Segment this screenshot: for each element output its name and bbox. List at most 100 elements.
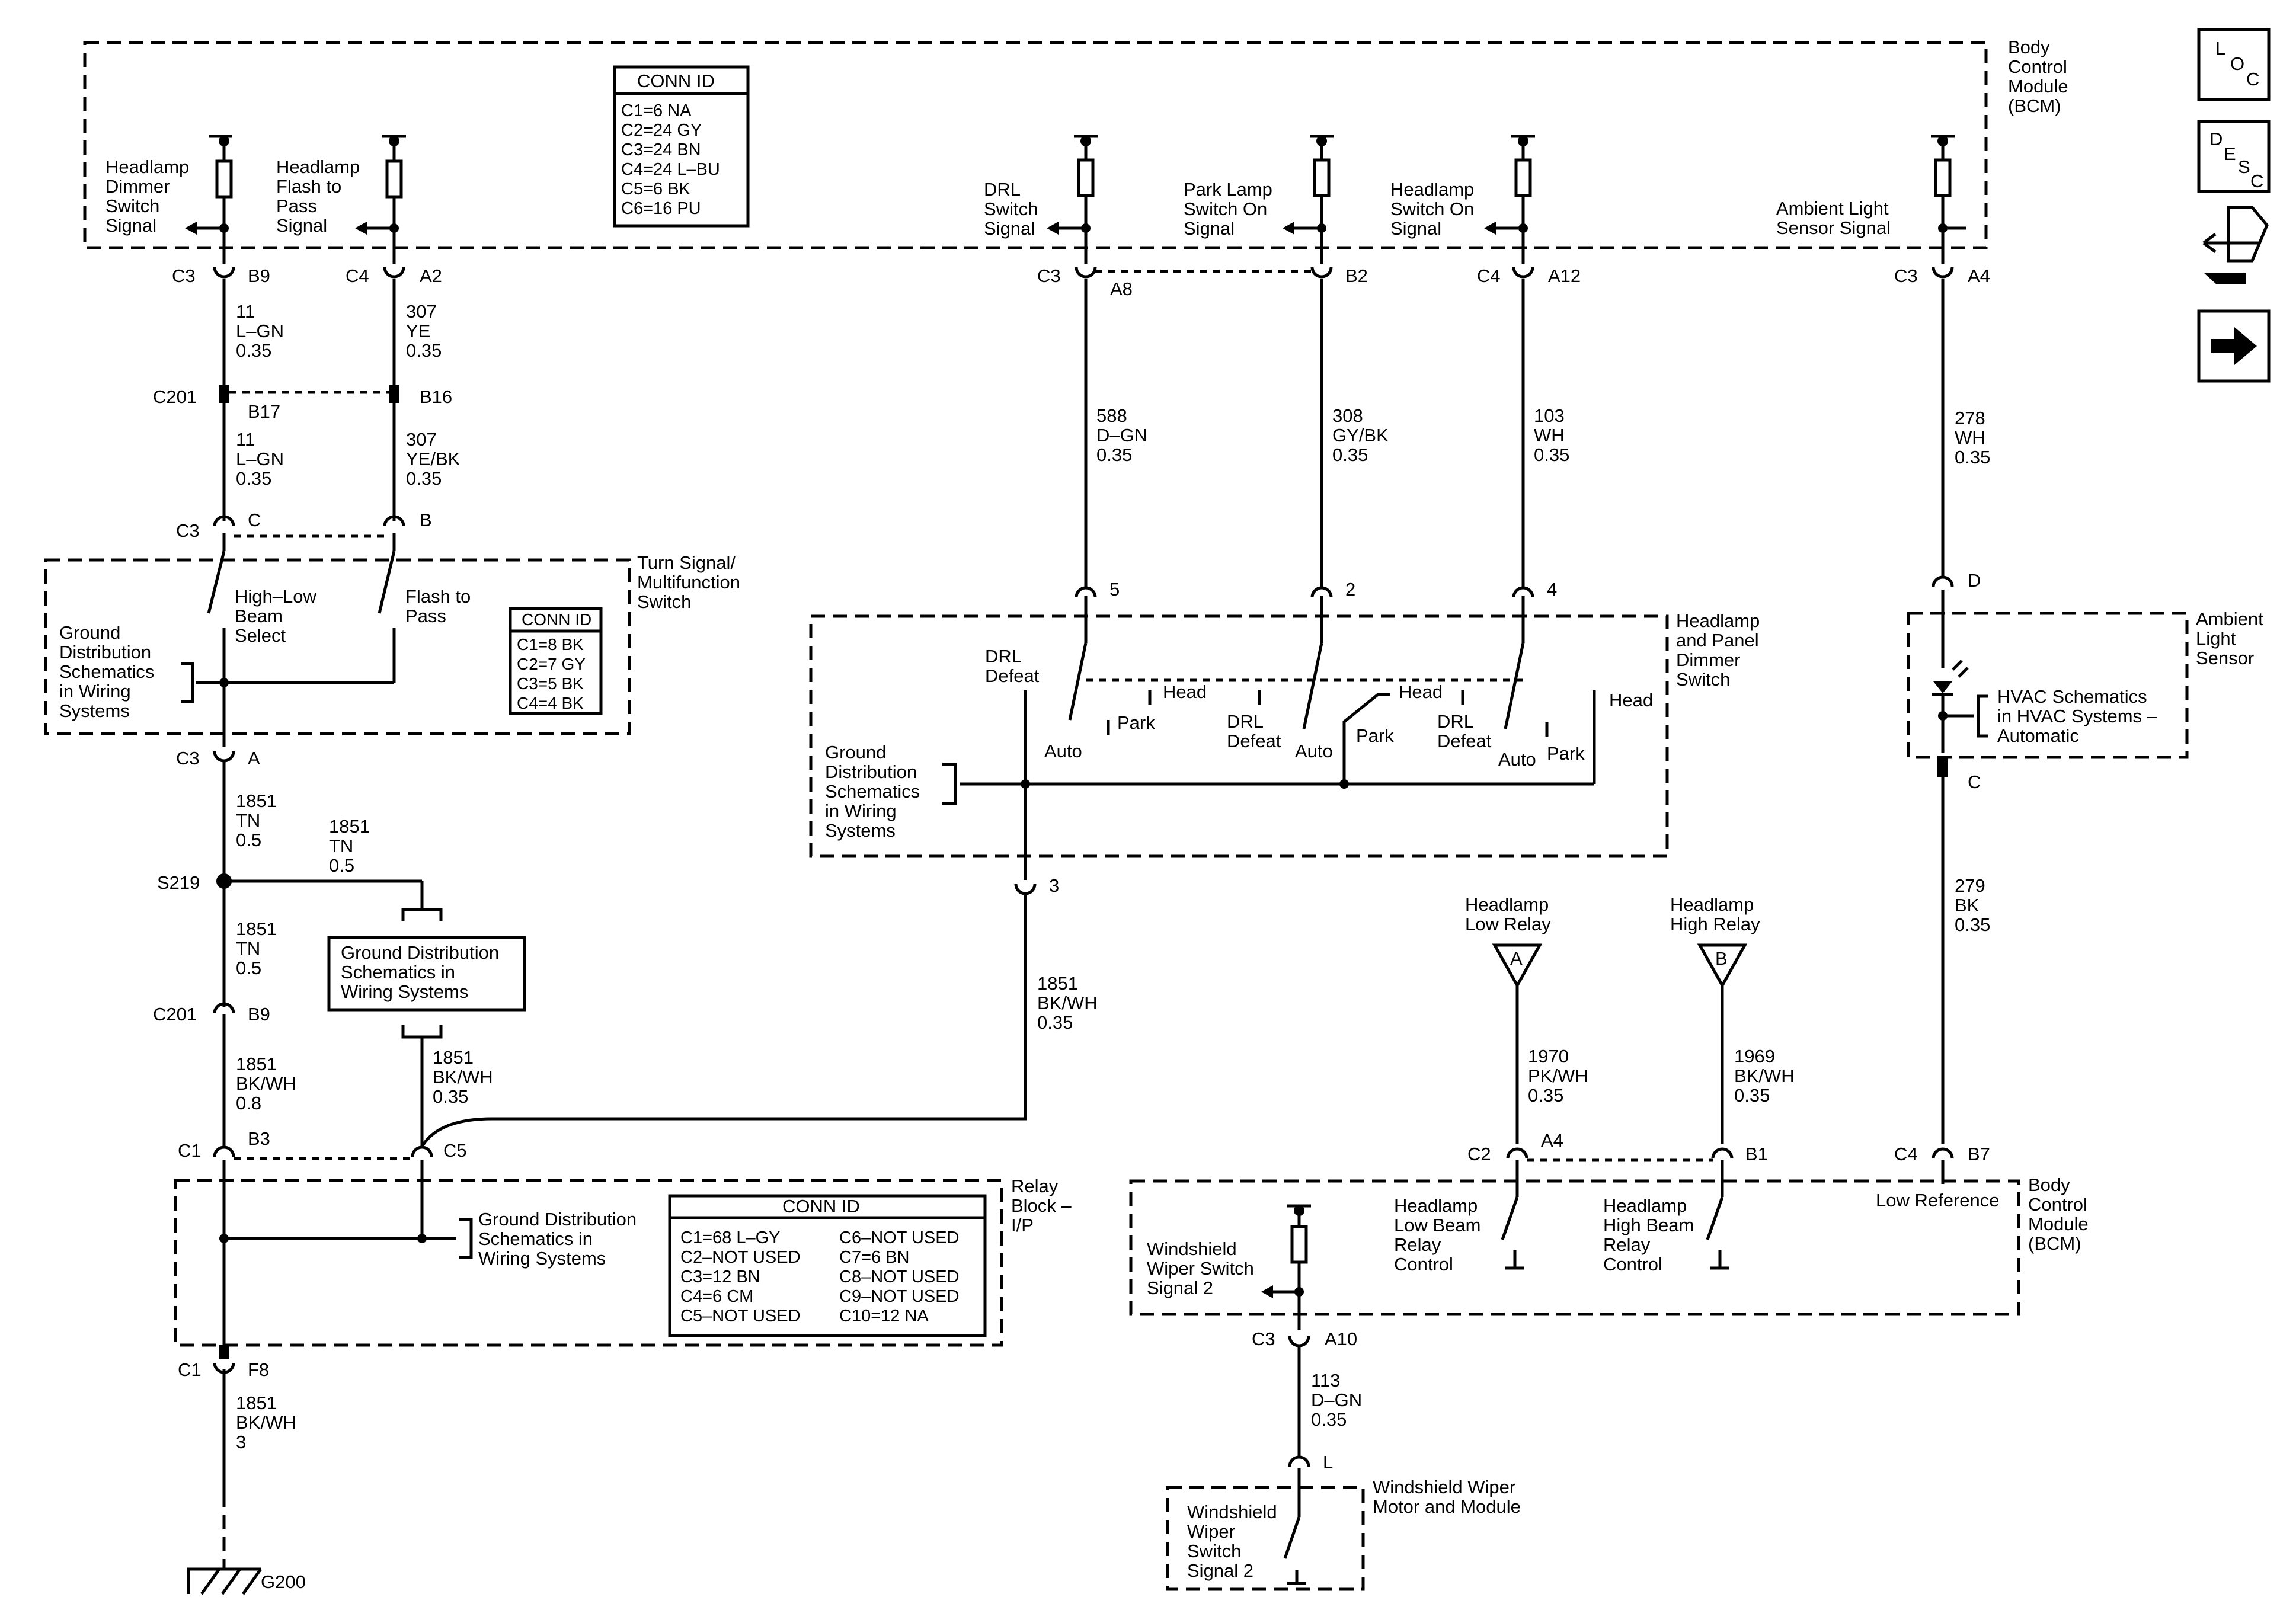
svg-text:C4: C4 bbox=[1477, 265, 1501, 286]
svg-text:C3: C3 bbox=[1894, 265, 1918, 286]
auto-label-2: Auto bbox=[1295, 741, 1333, 761]
svg-text:O: O bbox=[2230, 53, 2244, 74]
location-icon[interactable]: L O C bbox=[2197, 28, 2271, 101]
park-label-2: Park bbox=[1356, 725, 1394, 746]
svg-text:B1: B1 bbox=[1745, 1144, 1768, 1164]
connector-c4-b7: C4 B7 bbox=[1894, 1144, 1990, 1164]
connector-c3-a8: C3 A8 bbox=[1037, 265, 1133, 299]
connector-c1-b3: C1 B3 bbox=[178, 1128, 270, 1161]
svg-text:4: 4 bbox=[1547, 579, 1557, 600]
pin-3: 3 bbox=[1014, 875, 1059, 896]
connector-c3-a4: C3 A4 bbox=[1894, 265, 1990, 286]
connector-icon[interactable] bbox=[2202, 206, 2269, 284]
park-label-1: Park bbox=[1117, 712, 1155, 733]
svg-text:2: 2 bbox=[1345, 579, 1355, 600]
svg-text:B: B bbox=[420, 510, 432, 530]
svg-text:C3: C3 bbox=[1252, 1329, 1275, 1349]
svg-text:C3: C3 bbox=[176, 748, 200, 769]
bcm-pullup-headsw bbox=[1484, 135, 1535, 264]
svg-text:C201: C201 bbox=[153, 1004, 197, 1025]
headlamp-dimmer-switch-boundary bbox=[809, 614, 1669, 858]
connector-b16: B16 bbox=[389, 385, 452, 407]
bcm-top-boundary bbox=[83, 41, 1988, 249]
pin-l: L bbox=[1288, 1452, 1333, 1473]
svg-text:B: B bbox=[1715, 948, 1728, 969]
svg-text:A8: A8 bbox=[1110, 279, 1133, 299]
svg-text:B17: B17 bbox=[248, 401, 280, 422]
svg-text:3: 3 bbox=[1049, 875, 1059, 896]
svg-text:L: L bbox=[1323, 1452, 1333, 1473]
svg-text:B2: B2 bbox=[1345, 265, 1368, 286]
svg-text:C1: C1 bbox=[178, 1140, 202, 1161]
pin-2: 2 bbox=[1310, 579, 1355, 600]
wiper-module-boundary bbox=[1166, 1486, 1365, 1591]
connector-c201-b9: C201 B9 bbox=[153, 1002, 270, 1025]
svg-text:A10: A10 bbox=[1325, 1329, 1357, 1349]
head-label-1: Head bbox=[1163, 681, 1207, 702]
connector-b: B bbox=[383, 510, 432, 530]
svg-text:C3: C3 bbox=[172, 265, 196, 286]
svg-text:C4: C4 bbox=[346, 265, 369, 286]
svg-text:D: D bbox=[1968, 570, 1981, 591]
next-arrow-icon[interactable] bbox=[2197, 309, 2271, 383]
svg-text:C5: C5 bbox=[443, 1140, 467, 1161]
svg-text:F8: F8 bbox=[248, 1359, 269, 1380]
relay-block-boundary bbox=[174, 1179, 1003, 1347]
svg-text:S: S bbox=[2238, 156, 2250, 177]
connector-c3-a: C3 A bbox=[176, 748, 260, 769]
svg-text:C: C bbox=[248, 510, 261, 530]
turn-conn-id-title: CONN ID bbox=[522, 610, 591, 629]
connector-c4-a12: C4 A12 bbox=[1477, 265, 1581, 286]
svg-text:C: C bbox=[2246, 69, 2259, 89]
svg-text:5: 5 bbox=[1109, 579, 1120, 600]
head-label-2: Head bbox=[1399, 681, 1443, 702]
svg-text:A4: A4 bbox=[1968, 265, 1990, 286]
relay-conn-id-title: CONN ID bbox=[782, 1196, 860, 1217]
svg-text:C: C bbox=[1968, 772, 1981, 792]
svg-text:A4: A4 bbox=[1541, 1130, 1563, 1151]
svg-text:E: E bbox=[2224, 143, 2236, 164]
splice-s219-label: S219 bbox=[157, 872, 200, 893]
description-icon[interactable]: D E S C bbox=[2197, 120, 2271, 193]
svg-text:B9: B9 bbox=[248, 265, 270, 286]
photo-diode-icon bbox=[1933, 681, 1952, 693]
pin-4: 4 bbox=[1512, 579, 1557, 600]
connector-c5: C5 bbox=[411, 1140, 467, 1161]
svg-text:A: A bbox=[248, 748, 260, 769]
connector-c3-a10: C3 A10 bbox=[1252, 1329, 1357, 1349]
